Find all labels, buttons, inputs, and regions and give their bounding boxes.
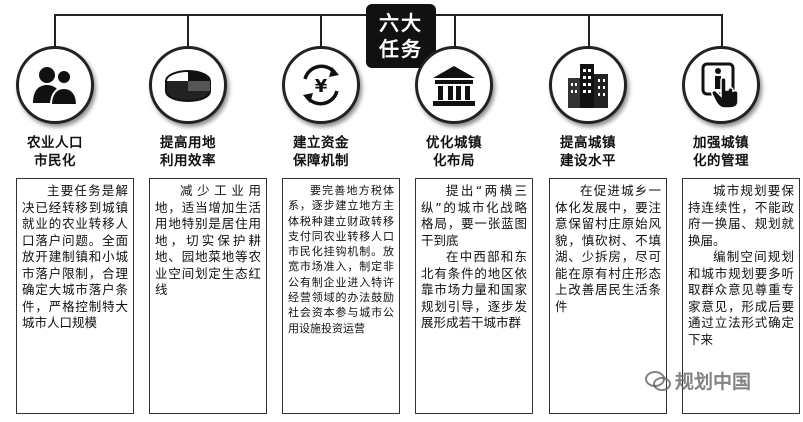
task-description: 提出“两横三纵”的城市化战略格局，要一张蓝图干到底 在中西部和东北有条件的地区依… [415,178,533,414]
connector-drop [454,14,456,54]
task-title: 优化城镇 化布局 [426,135,482,169]
task-icon-circle [415,46,493,124]
task-title: 加强城镇 化的管理 [693,135,749,169]
city-skyline-icon [568,64,608,108]
info-hand-icon [701,62,739,109]
task-icon-circle: ¥ [282,46,360,124]
main-title-line2: 任务 [379,37,423,61]
task-icon-circle [682,46,760,124]
task-icon-circle [549,46,627,124]
wechat-icon [645,370,671,391]
task-description: 主要任务是解决已经转移到城镇就业的农业转移人口落户问题。全面放开建制镇和小城市落… [16,178,134,414]
task-title: 提高用地 利用效率 [160,135,216,169]
task-icon-circle [16,46,94,124]
connector-drop [187,14,189,54]
people-icon [33,67,79,106]
task-title: 农业人口 市民化 [27,135,83,169]
task-description: 减少工业用地，适当增加生活用地特别是居住用地，切实保护耕地、园地菜地等农业空间划… [149,178,267,414]
watermark-text: 规划中国 [675,371,752,393]
land-chart-icon [165,70,211,103]
building-icon [433,66,475,106]
task-title: 建立资金 保障机制 [293,135,349,169]
connector-drop [588,14,590,54]
task-icon-circle [149,46,227,124]
svg-text:¥: ¥ [315,76,328,97]
connector-drop [320,14,322,54]
main-title-line1: 六大 [379,11,423,35]
connector-drop [721,14,723,54]
money-cycle-icon: ¥ [303,64,339,106]
watermark: 规划中国 [645,367,751,394]
task-title: 提高城镇 建设水平 [560,135,616,169]
task-description: 要完善地方税体系，逐步建立地方主体税种建立财政转移支付同农业转移人口市民化挂钩机… [282,178,400,414]
main-title: 六大 任务 [366,4,436,68]
connector-drop [54,14,56,54]
task-description: 城市规划要保持连续性，不能政府一换届、规划就换届。 编制空间规划和城市规划要多听… [682,178,800,414]
